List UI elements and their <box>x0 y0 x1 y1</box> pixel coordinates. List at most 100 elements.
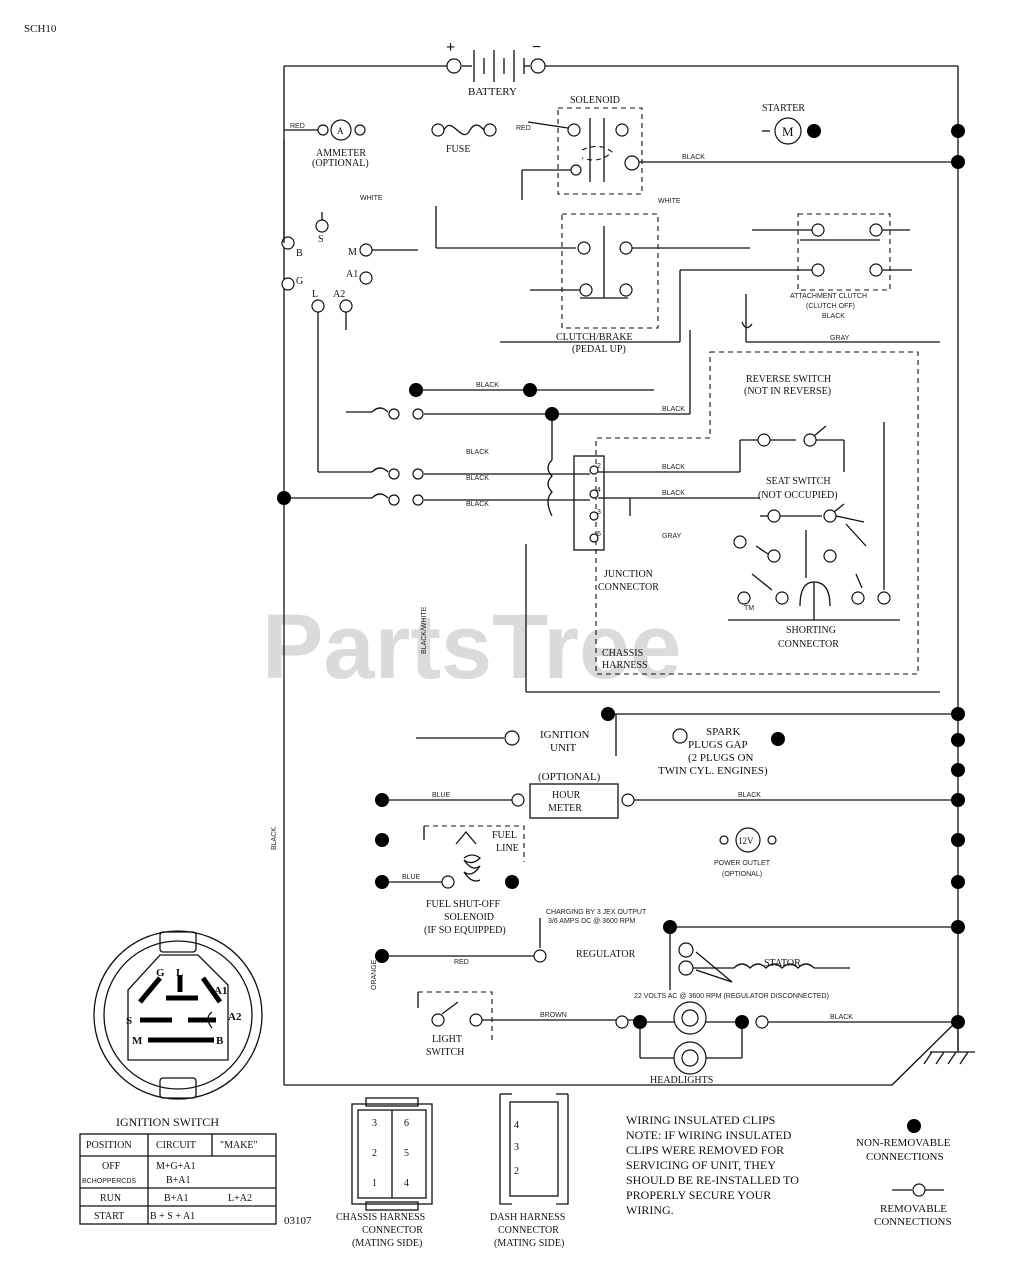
wire-label-black-2: BLACK <box>662 406 685 413</box>
ammeter <box>284 119 366 141</box>
dash-connector-label: DASH HARNESS <box>490 1212 565 1223</box>
table-row-run-make: L+A2 <box>228 1193 252 1204</box>
power-outlet-label: POWER OUTLET <box>714 860 771 867</box>
fuel-solenoid-label: FUEL SHUT-OFF <box>426 899 500 910</box>
light-switch-sub-label: SWITCH <box>426 1047 464 1058</box>
attachment-clutch-box <box>797 213 891 291</box>
starter-label: STARTER <box>762 103 805 114</box>
ignition-switch-table <box>79 1133 277 1225</box>
starter-connection <box>807 124 821 138</box>
fuel-line-label: FUEL <box>492 830 517 841</box>
fuse-label: FUSE <box>446 144 470 155</box>
spark-plugs-note-1: (2 PLUGS ON <box>688 752 753 764</box>
chassis-pin-3: 3 <box>372 1118 377 1129</box>
chassis-pin-2: 2 <box>372 1148 377 1159</box>
wire-label-black-white: BLACK/WHITE <box>421 606 428 654</box>
ign-face-l: L <box>176 967 183 979</box>
wire-label-black-1: BLACK <box>476 382 499 389</box>
wire-label-orange: ORANGE <box>371 959 378 990</box>
spark-plugs-note-2: TWIN CYL. ENGINES) <box>658 765 768 777</box>
chassis-connector-mating: (MATING SIDE) <box>352 1238 422 1249</box>
ignition-unit <box>416 707 958 756</box>
note-line-6: PROPERLY SECURE YOUR <box>626 1188 771 1202</box>
table-row-off-position: OFF <box>102 1161 121 1172</box>
stator-label: STATOR <box>764 958 801 969</box>
light-switch <box>431 1001 636 1027</box>
junction-connector <box>573 455 605 551</box>
chassis-pin-6: 6 <box>404 1118 409 1129</box>
wire-label-red-regulator: RED <box>454 959 469 966</box>
table-header-circuit: CIRCUIT <box>156 1140 196 1151</box>
spark-plug-terminal <box>672 728 688 744</box>
junction-pin-4: 4 <box>597 487 601 494</box>
terminal-l-label: L <box>312 289 318 300</box>
battery <box>446 50 546 82</box>
reverse-switch <box>757 425 845 472</box>
table-header-make: "MAKE" <box>220 1140 258 1151</box>
figure-number: 03107 <box>284 1215 312 1227</box>
dash-pin-3: 3 <box>514 1142 519 1153</box>
legend-non-removable-label: NON-REMOVABLE <box>856 1137 951 1149</box>
ign-face-a2: A2 <box>228 1011 242 1023</box>
chassis-connector-label: CHASSIS HARNESS <box>336 1212 425 1223</box>
solenoid-label: SOLENOID <box>570 95 620 106</box>
spark-plugs-gap-label: PLUGS GAP <box>688 739 748 751</box>
chassis-harness-connector <box>351 1097 433 1211</box>
note-line-7: WIRING. <box>626 1203 674 1217</box>
ignition-unit-sub-label: UNIT <box>550 742 577 754</box>
ign-face-a1: A1 <box>214 985 227 997</box>
note-line-4: SERVICING OF UNIT, THEY <box>626 1158 776 1172</box>
headlights <box>615 1001 958 1075</box>
wire-label-black-4: BLACK <box>466 475 489 482</box>
wire-label-brown: BROWN <box>540 1012 567 1019</box>
attachment-clutch-sub-label: (CLUTCH OFF) <box>806 303 855 310</box>
wire-black-junction <box>277 420 590 517</box>
terminal-a1-label: A1 <box>346 269 358 280</box>
right-bus-connections <box>951 124 965 1029</box>
fuel-solenoid-sub-label: SOLENOID <box>444 912 494 923</box>
junction-connector-label: JUNCTION <box>604 569 653 580</box>
regulator-label: REGULATOR <box>576 949 636 960</box>
battery-negative-label: − <box>532 39 541 56</box>
watermark: PartsTree <box>262 596 681 698</box>
wire-label-black-8: BLACK <box>738 792 761 799</box>
wire-red-solenoid <box>527 121 569 129</box>
ammeter-symbol: A <box>337 126 344 136</box>
regulator-wiring <box>375 918 958 990</box>
table-header-position: POSITION <box>86 1140 132 1151</box>
fuel-line-sub-label: LINE <box>496 843 519 854</box>
wire-junction-out <box>525 439 940 693</box>
wire-label-black-attach: BLACK <box>822 313 845 320</box>
light-switch-box <box>418 991 493 1040</box>
junction-pin-6: 6 <box>597 531 601 538</box>
seat-switch-label: SEAT SWITCH <box>766 476 831 487</box>
clutch-brake-box <box>561 213 659 329</box>
note-line-1: WIRING INSULATED CLIPS <box>626 1113 775 1127</box>
table-row-off-circuit: M+G+A1 <box>156 1161 196 1172</box>
chassis-pin-1: 1 <box>372 1178 377 1189</box>
wire-label-red-ammeter: RED <box>290 123 305 130</box>
wire-label-black-5: BLACK <box>466 501 489 508</box>
ign-face-g: G <box>156 967 165 979</box>
dash-connector-mating: (MATING SIDE) <box>494 1238 564 1249</box>
dash-pin-4: 4 <box>514 1120 519 1131</box>
spark-plug-connection <box>771 732 785 746</box>
chassis-pin-4: 4 <box>404 1178 409 1189</box>
hour-meter-optional: (OPTIONAL) <box>538 771 601 783</box>
junction-connector-sub-label: CONNECTOR <box>598 582 659 593</box>
legend-removable-sub: CONNECTIONS <box>874 1216 952 1228</box>
attachment-clutch-label: ATTACHMENT CLUTCH <box>790 293 867 300</box>
dash-pin-2: 2 <box>514 1166 519 1177</box>
power-outlet-optional: (OPTIONAL) <box>722 871 762 878</box>
ignition-terminal-block <box>281 140 418 472</box>
junction-connector-pins <box>589 465 599 543</box>
watermark-tm: TM <box>744 605 754 612</box>
ignition-unit-label: IGNITION <box>540 729 590 741</box>
hour-meter-label: HOUR <box>552 790 581 801</box>
reverse-switch-label: REVERSE SWITCH <box>746 374 831 385</box>
wire-label-white-top: WHITE <box>360 195 383 202</box>
solenoid <box>567 118 640 182</box>
charging-label: CHARGING BY 3 JEX OUTPUT <box>546 909 647 916</box>
hour-meter-sub-label: METER <box>548 803 582 814</box>
